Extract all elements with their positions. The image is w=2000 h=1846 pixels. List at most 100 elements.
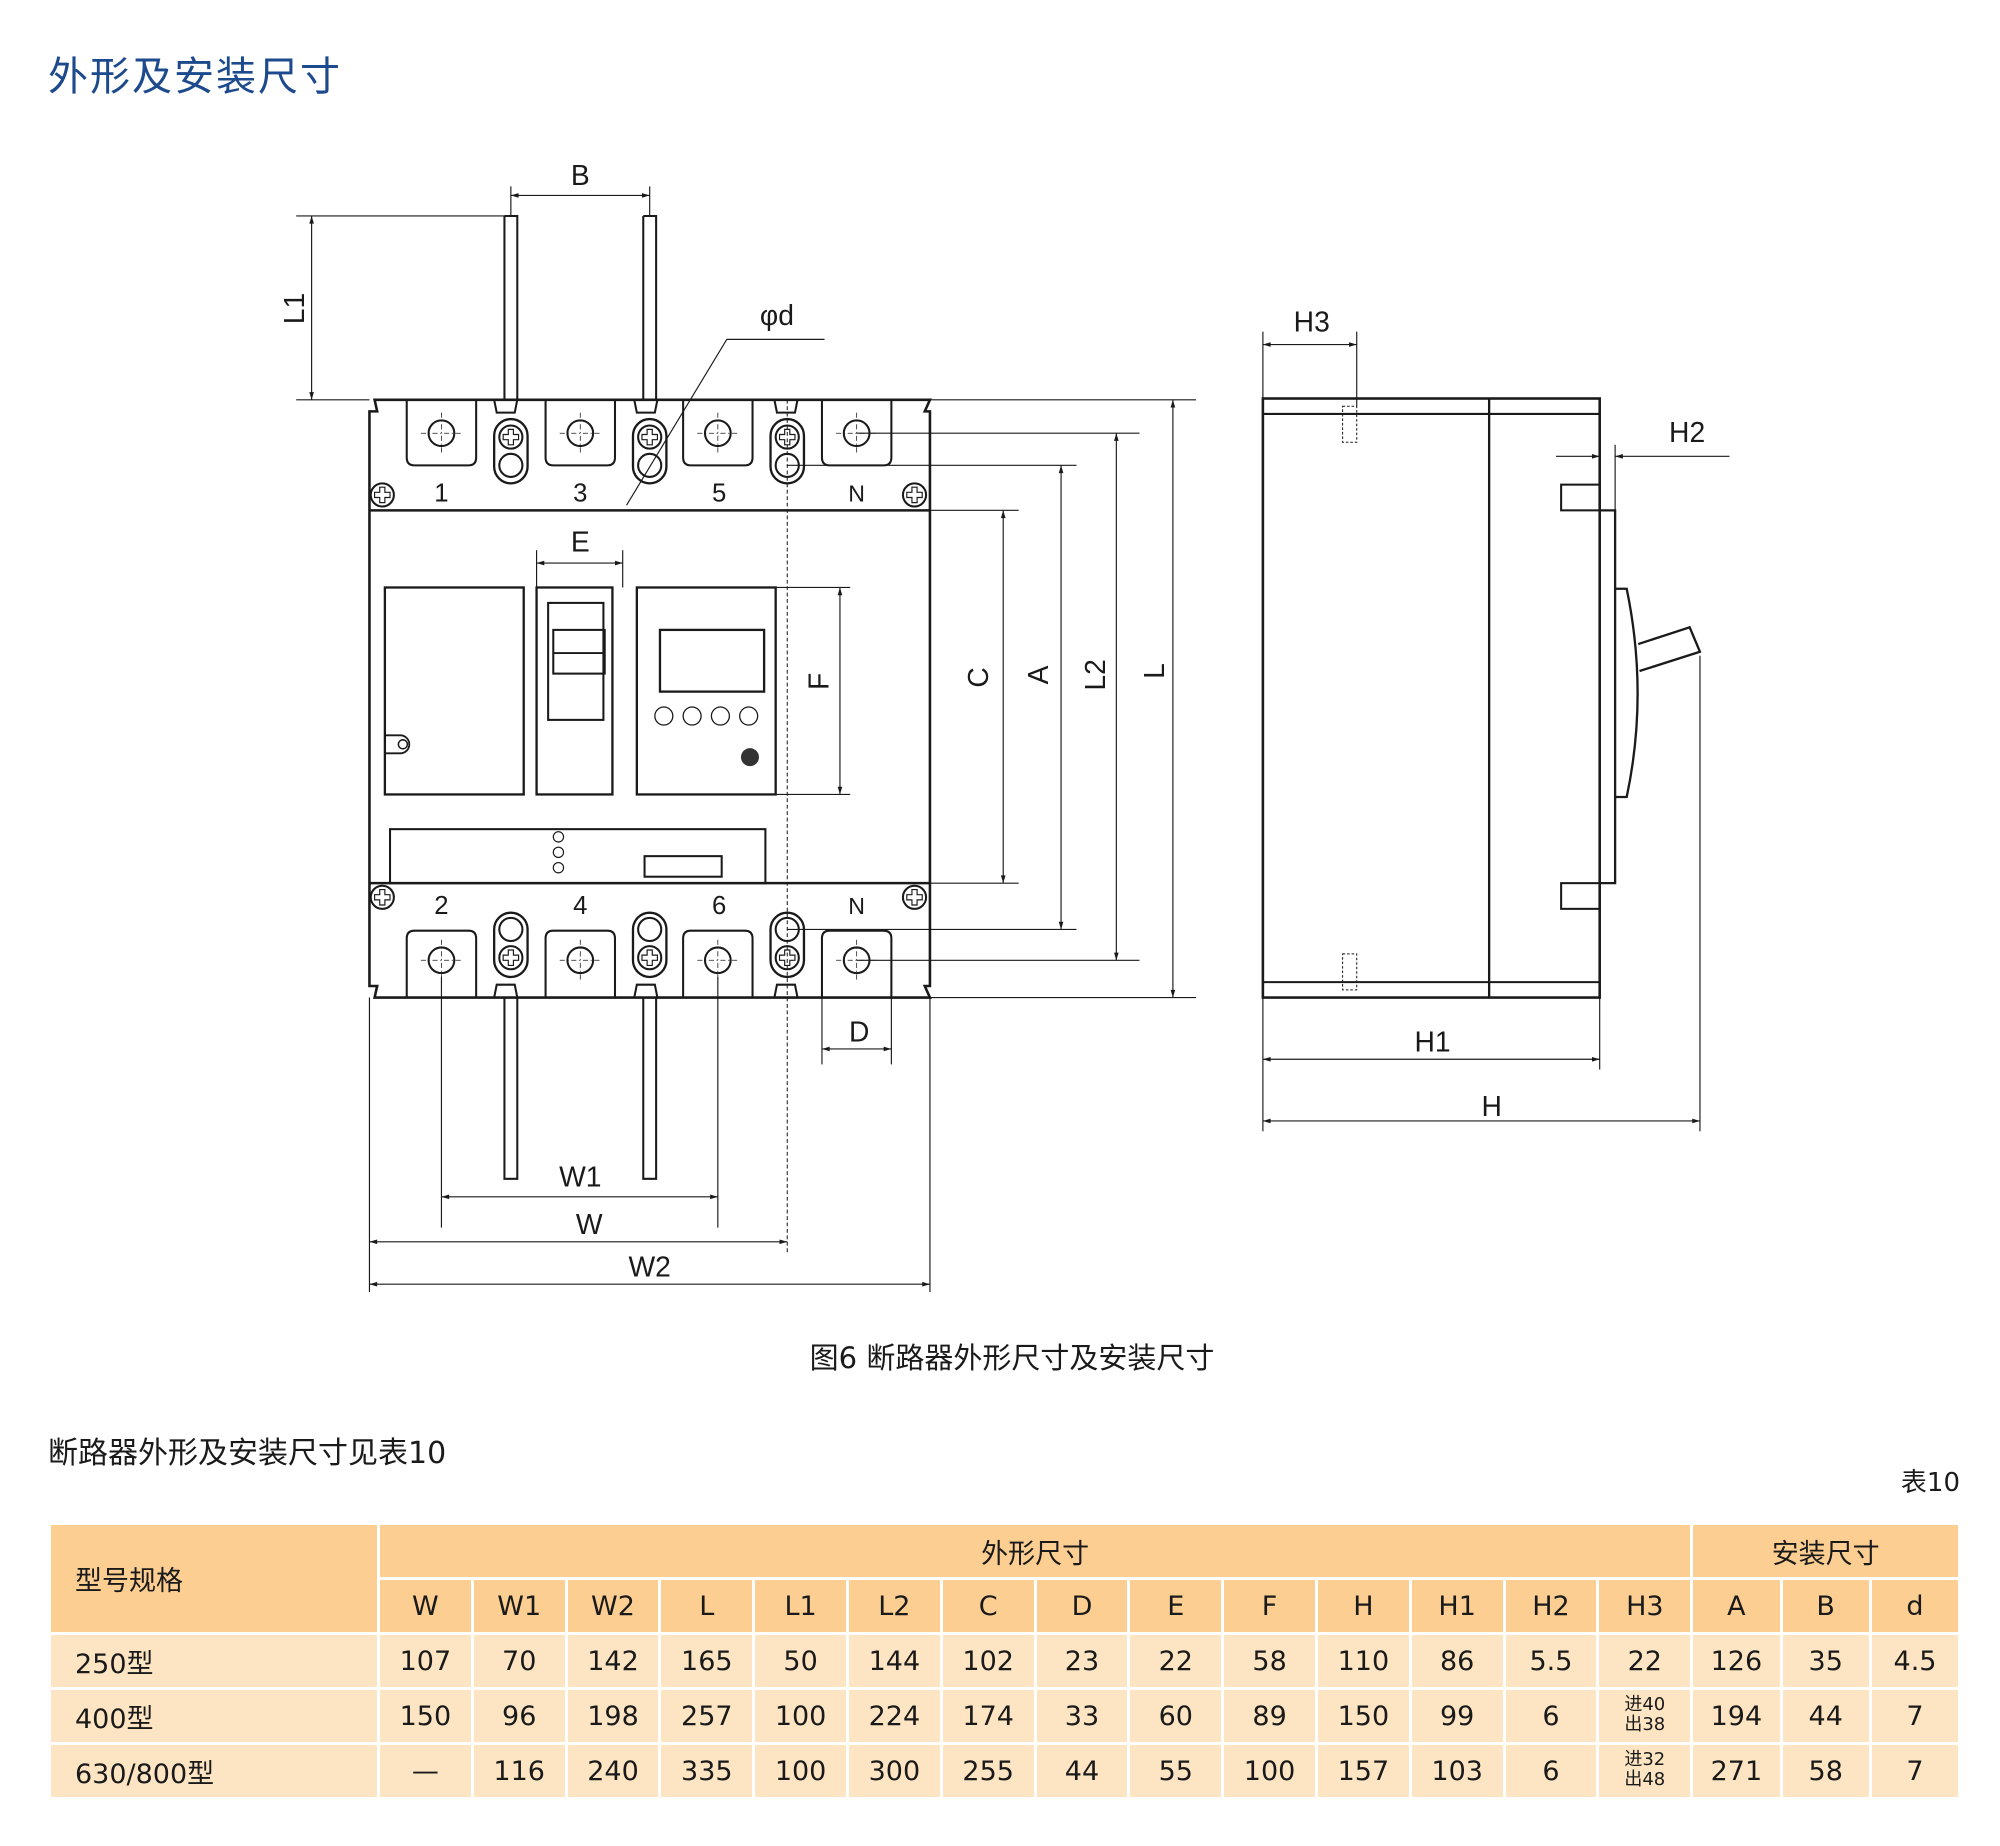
handle-base [1615, 587, 1639, 799]
value-cell: 6 [1502, 1742, 1600, 1800]
dim-label-a: A [1022, 665, 1054, 684]
value-cell: 144 [845, 1632, 943, 1690]
model-cell: 630/800型 [48, 1742, 380, 1800]
value-cell: 99 [1408, 1687, 1506, 1745]
handle-lever [1637, 625, 1702, 673]
value-cell: 22 [1127, 1632, 1225, 1690]
value-cell: 142 [564, 1632, 662, 1690]
section-subtitle: 断路器外形及安装尺寸见表10 [48, 1436, 447, 1471]
dim-label-e: E [571, 525, 590, 557]
side-body [1261, 397, 1601, 999]
column-header: E [1127, 1577, 1225, 1635]
dim-label-f: F [802, 673, 834, 690]
terminal-label-n-bottom: N [848, 893, 865, 919]
middle-panel [535, 586, 614, 796]
right-panel [635, 586, 777, 796]
bottom-strip [388, 828, 767, 885]
value-cell: 116 [470, 1742, 568, 1800]
value-cell: 174 [939, 1687, 1037, 1745]
terminal-label-4: 4 [573, 892, 587, 920]
column-header: H2 [1502, 1577, 1600, 1635]
column-header: H1 [1408, 1577, 1506, 1635]
terminal-label-1: 1 [434, 479, 448, 507]
value-cell: 194 [1690, 1687, 1783, 1745]
bottom-lead-2 [642, 997, 658, 1180]
value-cell: 107 [377, 1632, 474, 1690]
value-cell: 58 [1779, 1742, 1872, 1800]
value-cell: 7 [1868, 1687, 1962, 1745]
dim-label-h1: H1 [1415, 1026, 1451, 1058]
value-cell: 157 [1314, 1742, 1412, 1800]
column-header: L [658, 1577, 756, 1635]
column-header: L2 [845, 1577, 943, 1635]
bottom-lead-1 [503, 997, 519, 1180]
value-cell: 44 [1779, 1687, 1872, 1745]
dim-label-b: B [571, 159, 590, 191]
value-cell: 102 [939, 1632, 1037, 1690]
value-cell: 23 [1033, 1632, 1131, 1690]
value-cell: 96 [470, 1687, 568, 1745]
value-cell: 58 [1221, 1632, 1318, 1690]
column-header: L1 [752, 1577, 849, 1635]
value-cell: 100 [752, 1687, 849, 1745]
column-header: B [1779, 1577, 1872, 1635]
group-header-install: 安装尺寸 [1690, 1522, 1962, 1580]
h3-in-value: 进40 [1624, 1694, 1666, 1715]
indicator-dot [740, 748, 759, 767]
value-cell: 100 [1221, 1742, 1318, 1800]
terminal-label-n-top: N [848, 480, 865, 506]
model-cell: 250型 [48, 1632, 380, 1690]
column-header: H [1314, 1577, 1412, 1635]
value-cell: 35 [1779, 1632, 1872, 1690]
top-lead-1 [503, 214, 519, 400]
breaker-body-outline [368, 398, 932, 999]
figure-caption: 图6 断路器外形尺寸及安装尺寸 [809, 1341, 1215, 1375]
dim-label-h3: H3 [1294, 306, 1330, 338]
value-cell: 5.5 [1502, 1632, 1600, 1690]
value-cell: 86 [1408, 1632, 1506, 1690]
value-cell: 22 [1596, 1632, 1694, 1690]
dim-label-h2: H2 [1669, 416, 1705, 448]
column-header: W [377, 1577, 474, 1635]
value-cell: 50 [752, 1632, 849, 1690]
column-header: D [1033, 1577, 1131, 1635]
terminal-label-5: 5 [712, 479, 726, 507]
column-header: W2 [564, 1577, 662, 1635]
group-header-outer: 外形尺寸 [376, 1522, 1694, 1580]
dim-label-phi-d: φd [760, 299, 794, 331]
dim-label-w: W [576, 1208, 603, 1240]
value-cell: 110 [1314, 1632, 1412, 1690]
column-header: W1 [470, 1577, 568, 1635]
front-cover-step [1599, 509, 1617, 885]
left-panel [383, 586, 525, 796]
value-cell: 271 [1690, 1742, 1783, 1800]
h3-out-value: 出38 [1624, 1714, 1666, 1735]
display-screen [658, 628, 766, 693]
top-lead-2 [642, 214, 658, 400]
value-cell: 126 [1690, 1632, 1783, 1690]
value-cell: 300 [845, 1742, 943, 1800]
value-cell: 44 [1033, 1742, 1131, 1800]
model-header: 型号规格 [48, 1522, 380, 1635]
table-label: 表10 [1900, 1468, 1960, 1498]
dim-label-l1: L1 [278, 293, 310, 324]
terminal-label-6: 6 [712, 892, 726, 920]
value-cell: 70 [470, 1632, 568, 1690]
value-cell: 240 [564, 1742, 662, 1800]
h3-in-value: 进32 [1624, 1749, 1666, 1770]
front-view [296, 186, 1197, 1292]
terminal-label-2: 2 [434, 892, 448, 920]
value-cell: 60 [1127, 1687, 1225, 1745]
value-cell: 103 [1408, 1742, 1506, 1800]
page-title: 外形及安装尺寸 [48, 54, 342, 100]
value-cell: 150 [377, 1687, 474, 1745]
dim-label-c: C [962, 667, 994, 687]
value-cell: 257 [658, 1687, 756, 1745]
value-cell: 335 [658, 1742, 756, 1800]
